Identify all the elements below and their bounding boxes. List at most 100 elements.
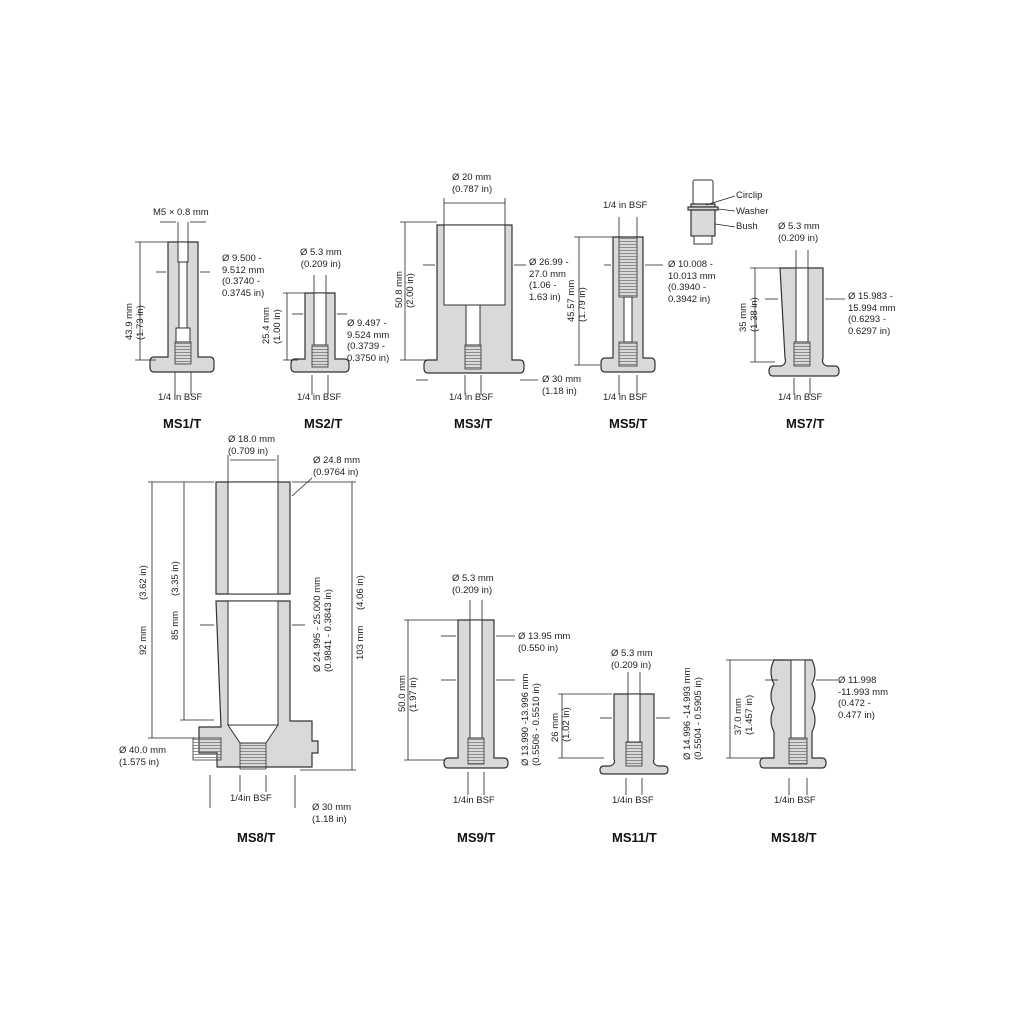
ms9t-top-od-mm: Ø 13.95 mm xyxy=(518,631,571,642)
ms9t-od-label: Ø 13.990 -13.996 mm (0.5506 - 0.5510 in) xyxy=(520,674,542,766)
ms2t-bottom-thread-label: 1/4 in BSF xyxy=(297,392,342,403)
ms8t-top-od-label: Ø 24.8 mm (0.9764 in) xyxy=(313,455,360,478)
ms7t-bore-in: (0.209 in) xyxy=(778,232,819,244)
ms3t-bore-in: (0.787 in) xyxy=(452,183,493,195)
ms8t-hex-mm: Ø 40.0 mm xyxy=(119,745,166,756)
ms8t-top-od-mm: Ø 24.8 mm xyxy=(313,455,360,466)
ms1t-top-thread-label: M5 × 0.8 mm xyxy=(153,207,209,218)
ms9t-od-in: (0.5506 - 0.5510 in) xyxy=(531,683,542,766)
ms8t-od-in: (0.9841 - 0.3843 in) xyxy=(323,589,334,672)
ms8t-height-a-mm: 92 mm xyxy=(138,625,149,655)
ms5t-top-thread-label: 1/4 in BSF xyxy=(603,200,648,211)
ms8t-od-label: Ø 24.995 - 25.000 mm (0.9841 - 0.3843 in… xyxy=(312,577,334,672)
ms3t-height-in: (2.00 in) xyxy=(405,273,416,308)
ms11t-bore-mm: Ø 5.3 mm xyxy=(611,648,653,659)
ms11t-od-label: Ø 14.996 -14.993 mm (0.5504 - 0.5905 in) xyxy=(682,668,704,760)
ms5t-assembly-inset xyxy=(687,179,736,245)
ms1t-bottom-thread-label: 1/4 in BSF xyxy=(158,392,203,403)
ms1t-title: MS1/T xyxy=(163,416,202,431)
part-ms1t-drawing xyxy=(135,221,215,395)
part-ms9t-drawing xyxy=(404,600,515,795)
ms7t-height-mm: 35 mm xyxy=(738,302,749,332)
ms8t-overall-in: (4.06 in) xyxy=(355,575,366,610)
ms11t-bore-label: Ø 5.3 mm (0.209 in) xyxy=(611,648,653,671)
ms9t-title: MS9/T xyxy=(457,830,496,845)
ms3t-flange-mm: Ø 30 mm xyxy=(542,374,582,385)
ms2t-bore-in: (0.209 in) xyxy=(300,258,341,270)
ms11t-title: MS11/T xyxy=(612,830,657,845)
ms11t-height-mm: 26 mm xyxy=(550,712,561,742)
ms8t-hex-label: Ø 40.0 mm (1.575 in) xyxy=(119,745,166,768)
ms1t-height-label: 43.9 mm (1.73 in) xyxy=(124,303,146,340)
ms5t-bottom-thread-label: 1/4 in BSF xyxy=(603,392,648,403)
ms8t-bore-mm: Ø 18.0 mm xyxy=(228,434,275,445)
ms8t-height-a-in: (3.62 in) xyxy=(138,565,149,600)
part-ms8t-drawing xyxy=(148,455,356,808)
ms1t-height-in: (1.73 in) xyxy=(135,305,146,340)
part-ms3t-drawing xyxy=(400,198,538,395)
ms9t-bore-label: Ø 5.3 mm (0.209 in) xyxy=(452,573,494,596)
ms2t-title: MS2/T xyxy=(304,416,343,431)
ms11t-height-in: (1.02 in) xyxy=(561,707,572,742)
inset-circlip-label: Circlip xyxy=(736,190,763,201)
ms8t-flange-in: (1.18 in) xyxy=(312,813,347,825)
ms7t-title: MS7/T xyxy=(786,416,825,431)
ms8t-bottom-thread-label: 1/4in BSF xyxy=(230,793,272,804)
part-ms2t-drawing xyxy=(283,275,350,395)
ms9t-top-od-in: (0.550 in) xyxy=(518,642,559,654)
ms9t-height-label: 50.0 mm (1.97 in) xyxy=(397,675,419,712)
ms9t-bore-mm: Ø 5.3 mm xyxy=(452,573,494,584)
ms2t-height-label: 25.4 mm (1.00 in) xyxy=(261,307,283,344)
ms5t-height-label: 45.57 mm (1.79 in) xyxy=(566,280,588,322)
ms7t-bottom-thread-label: 1/4 in BSF xyxy=(778,392,823,403)
ms9t-od-mm: Ø 13.990 -13.996 mm xyxy=(520,673,531,766)
ms3t-flange-label: Ø 30 mm (1.18 in) xyxy=(542,374,581,397)
ms5t-od-label: Ø 10.008 - 10.013 mm (0.3940 - 0.3942 in… xyxy=(668,259,716,305)
ms9t-top-od-label: Ø 13.95 mm (0.550 in) xyxy=(518,631,570,654)
ms5t-height-in: (1.79 in) xyxy=(577,287,588,322)
ms3t-flange-in: (1.18 in) xyxy=(542,385,577,397)
ms11t-bore-in: (0.209 in) xyxy=(611,659,652,671)
ms18t-height-label: 37.0 mm (1.457 in) xyxy=(733,695,755,735)
ms3t-bore-label: Ø 20 mm (0.787 in) xyxy=(452,172,492,195)
ms8t-top-od-in: (0.9764 in) xyxy=(313,466,359,478)
ms3t-title: MS3/T xyxy=(454,416,493,431)
ms7t-height-in: (1.38 in) xyxy=(749,297,760,332)
ms3t-height-label: 50.8 mm (2.00 in) xyxy=(394,271,416,308)
ms1t-height-mm: 43.9 mm xyxy=(124,303,135,340)
ms2t-bore-mm: Ø 5.3 mm xyxy=(300,247,342,258)
ms9t-bottom-thread-label: 1/4in BSF xyxy=(453,795,495,806)
ms18t-height-in: (1.457 in) xyxy=(744,694,755,735)
inset-bush-label: Bush xyxy=(736,221,758,232)
part-ms7t-drawing xyxy=(750,250,845,395)
ms18t-title: MS18/T xyxy=(771,830,817,845)
ms7t-height-label: 35 mm (1.38 in) xyxy=(738,297,760,332)
part-ms5t-drawing xyxy=(574,217,663,395)
inset-washer-label: Washer xyxy=(736,206,769,217)
ms1t-od-label: Ø 9.500 - 9.512 mm (0.3740 - 0.3745 in) xyxy=(222,253,265,299)
part-ms11t-drawing xyxy=(558,672,670,795)
ms11t-od-in: (0.5504 - 0.5905 in) xyxy=(693,677,704,760)
ms8t-bore-in: (0.709 in) xyxy=(228,445,269,457)
ms18t-od-label: Ø 11.998 -11.993 mm (0.472 - 0.477 in) xyxy=(838,675,888,721)
ms18t-height-mm: 37.0 mm xyxy=(733,698,744,735)
ms8t-flange-label: Ø 30 mm (1.18 in) xyxy=(312,802,351,825)
ms3t-bore-mm: Ø 20 mm xyxy=(452,172,492,183)
ms11t-bottom-thread-label: 1/4in BSF xyxy=(612,795,654,806)
ms2t-height-mm: 25.4 mm xyxy=(261,307,272,344)
ms8t-od-mm: Ø 24.995 - 25.000 mm xyxy=(312,576,323,672)
ms2t-height-in: (1.00 in) xyxy=(272,309,283,344)
ms8t-hex-in: (1.575 in) xyxy=(119,756,160,768)
ms9t-height-mm: 50.0 mm xyxy=(397,675,408,712)
ms8t-flange-mm: Ø 30 mm xyxy=(312,802,352,813)
ms8t-title: MS8/T xyxy=(237,830,276,845)
ms3t-height-mm: 50.8 mm xyxy=(394,271,405,308)
ms8t-overall-mm: 103 mm xyxy=(355,625,366,660)
ms18t-bottom-thread-label: 1/4in BSF xyxy=(774,795,816,806)
ms7t-bore-label: Ø 5.3 mm (0.209 in) xyxy=(778,221,820,244)
part-ms18t-drawing xyxy=(726,659,838,795)
ms3t-od-label: Ø 26.99 - 27.0 mm (1.06 - 1.63 in) xyxy=(529,257,569,303)
ms2t-bore-label: Ø 5.3 mm (0.209 in) xyxy=(300,247,342,270)
ms11t-height-label: 26 mm (1.02 in) xyxy=(550,707,572,742)
